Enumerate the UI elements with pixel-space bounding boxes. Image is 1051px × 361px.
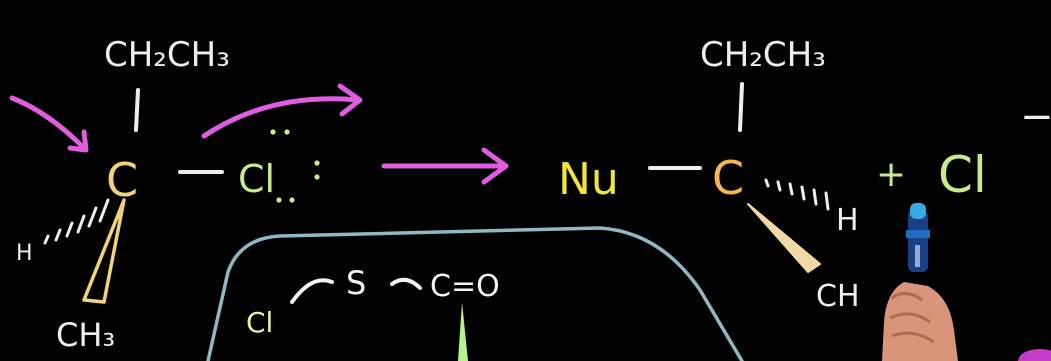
product-wedge-group: CH xyxy=(816,279,860,314)
inset-boundary xyxy=(206,226,744,361)
reactant-carbon: C xyxy=(106,153,138,207)
lone-pair-dots xyxy=(270,129,320,203)
product-molecule: CH₂CH₃ Nu C H CH xyxy=(558,35,860,314)
reactant-hashed-bond xyxy=(43,198,110,245)
reactant-top-bond xyxy=(134,88,140,132)
inset-sulfur: S xyxy=(346,264,366,302)
leaving-group: + Cl − xyxy=(876,94,1051,204)
inset-s-c-bond xyxy=(390,277,422,290)
product-top-group: CH₂CH₃ xyxy=(700,35,826,75)
reactant-molecule: CH₂CH₃ C Cl H CH₃ xyxy=(16,35,320,354)
product-top-bond xyxy=(738,82,744,132)
hand-icon xyxy=(882,282,1051,361)
product-nucleophile: Nu xyxy=(558,154,619,205)
marker-icon xyxy=(906,203,930,272)
reactant-wedge-group: CH₃ xyxy=(56,316,115,354)
plus-sign: + xyxy=(876,154,906,195)
reactant-chlorine: Cl xyxy=(238,157,275,201)
chloride-ion: Cl xyxy=(938,146,987,204)
reactant-wedge-bond xyxy=(82,198,126,304)
inset-sketch: Cl S C=O xyxy=(206,226,744,361)
nucleophile-attack-arrow xyxy=(9,95,89,153)
product-wedge-bond xyxy=(747,203,821,273)
ion-charge: − xyxy=(1020,94,1051,140)
inset-down-mark xyxy=(458,302,468,361)
inset-chlorine: Cl xyxy=(246,306,273,339)
product-hashed-group: H xyxy=(836,203,859,238)
reactant-top-group: CH₂CH₃ xyxy=(104,35,230,75)
inset-cl-s-bond xyxy=(290,278,334,304)
reactant-hashed-group: H xyxy=(16,241,33,266)
hand-with-marker xyxy=(882,203,1051,361)
leaving-group-curved-arrow xyxy=(201,83,363,139)
product-hashed-bond xyxy=(764,178,830,211)
inset-carbonyl: C=O xyxy=(430,269,500,304)
product-carbon: C xyxy=(712,151,744,205)
reaction-arrow xyxy=(381,147,509,185)
